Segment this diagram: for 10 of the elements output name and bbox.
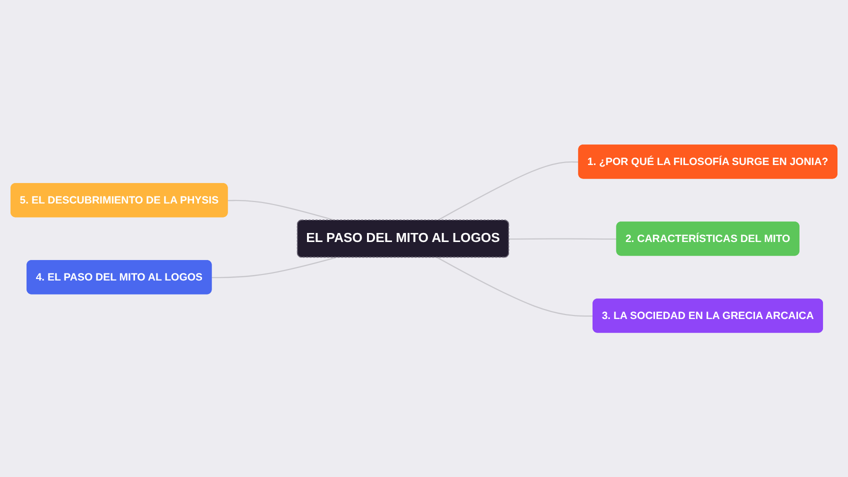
topic-box: 5. EL DESCUBRIMIENTO DE LA PHYSIS — [10, 182, 228, 218]
central-topic-box: EL PASO DEL MITO AL LOGOS — [296, 219, 510, 258]
topic-box: 1. ¿POR QUÉ LA FILOSOFÍA SURGE EN JONIA? — [578, 144, 838, 179]
connector-line — [509, 238, 618, 240]
topic-box: 3. LA SOCIEDAD EN LA GRECIA ARCAICA — [592, 298, 824, 333]
topic-box: 4. EL PASO DEL MITO AL LOGOS — [26, 260, 212, 294]
connector-line — [212, 256, 336, 278]
connector-line — [437, 161, 580, 221]
topic-box: 2. CARACTERÍSTICAS DEL MITO — [616, 221, 800, 256]
connector-line — [437, 257, 594, 317]
